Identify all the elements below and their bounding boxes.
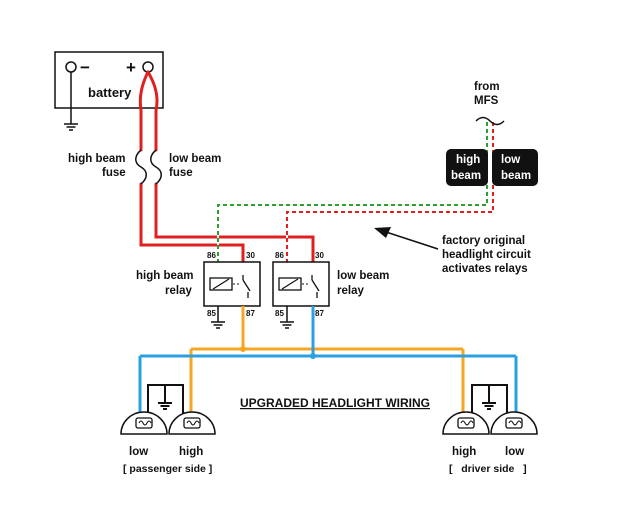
- mfs-high-beam-block: [446, 149, 488, 186]
- low-relay-ground: [280, 306, 294, 329]
- low-relay-pin-86: 86: [275, 251, 284, 260]
- driver-low-headlight: [490, 411, 538, 435]
- high-relay-ground: [211, 306, 225, 329]
- high-relay-pin-87: 87: [246, 309, 255, 318]
- low-beam-output-wires: [138, 306, 518, 418]
- mfs-label-2: MFS: [474, 95, 499, 107]
- low-relay-pin-85: 85: [275, 309, 284, 318]
- battery-positive-sign: +: [126, 58, 136, 77]
- diagram-title: UPGRADED HEADLIGHT WIRING: [240, 396, 430, 410]
- low-beam-relay: [272, 261, 330, 307]
- passenger-low-headlight: [120, 411, 168, 435]
- mfs-low-label-2: beam: [501, 170, 531, 182]
- high-beam-relay: [203, 261, 261, 307]
- high-beam-fuse: [135, 149, 147, 185]
- low-beam-fuse-label-2: fuse: [169, 167, 193, 179]
- driver-low-label: low: [505, 446, 524, 458]
- passenger-side-label: [ passenger side ]: [123, 463, 212, 475]
- annotation-line-2: headlight circuit: [442, 249, 531, 261]
- battery-ground: [64, 72, 78, 131]
- battery-label: battery: [88, 85, 132, 100]
- high-beam-relay-label-1: high beam: [136, 270, 194, 282]
- annotation-line-3: activates relays: [442, 263, 528, 275]
- mfs-wire-break: [475, 116, 505, 126]
- mfs-high-label-2: beam: [451, 170, 481, 182]
- driver-high-headlight: [442, 411, 490, 435]
- battery-negative-terminal: [65, 61, 77, 73]
- high-beam-output-wires: [189, 306, 465, 418]
- mfs-label-1: from: [474, 81, 500, 93]
- low-relay-pin-87: 87: [315, 309, 324, 318]
- low-beam-fuse: [150, 149, 162, 185]
- low-relay-pin-30: 30: [315, 251, 324, 260]
- mfs-high-label-1: high: [456, 154, 480, 166]
- annotation-line-1: factory original: [442, 235, 525, 247]
- high-beam-relay-label-2: relay: [165, 285, 192, 297]
- mfs-low-label-1: low: [501, 154, 520, 166]
- driver-headlight-ground: [471, 384, 508, 420]
- driver-side-label: [ driver side ]: [449, 463, 527, 475]
- low-beam-junction-dot: [310, 353, 316, 359]
- passenger-high-headlight: [168, 411, 216, 435]
- high-beam-junction-dot: [240, 346, 246, 352]
- low-beam-fuse-label-1: low beam: [169, 153, 221, 165]
- passenger-headlight-ground: [147, 384, 184, 420]
- low-beam-relay-label-2: relay: [337, 285, 364, 297]
- high-relay-pin-86: 86: [207, 251, 216, 260]
- high-relay-pin-85: 85: [207, 309, 216, 318]
- high-relay-pin-30: 30: [246, 251, 255, 260]
- battery-negative-sign: −: [80, 58, 90, 77]
- driver-high-label: high: [452, 446, 476, 458]
- high-beam-fuse-label-1: high beam: [68, 153, 126, 165]
- high-beam-fuse-label-2: fuse: [102, 167, 126, 179]
- mfs-low-beam-block: [492, 149, 538, 186]
- annotation-arrow: [374, 227, 439, 250]
- power-wires: [138, 70, 315, 264]
- passenger-low-label: low: [129, 446, 148, 458]
- low-beam-relay-label-1: low beam: [337, 270, 389, 282]
- passenger-high-label: high: [179, 446, 203, 458]
